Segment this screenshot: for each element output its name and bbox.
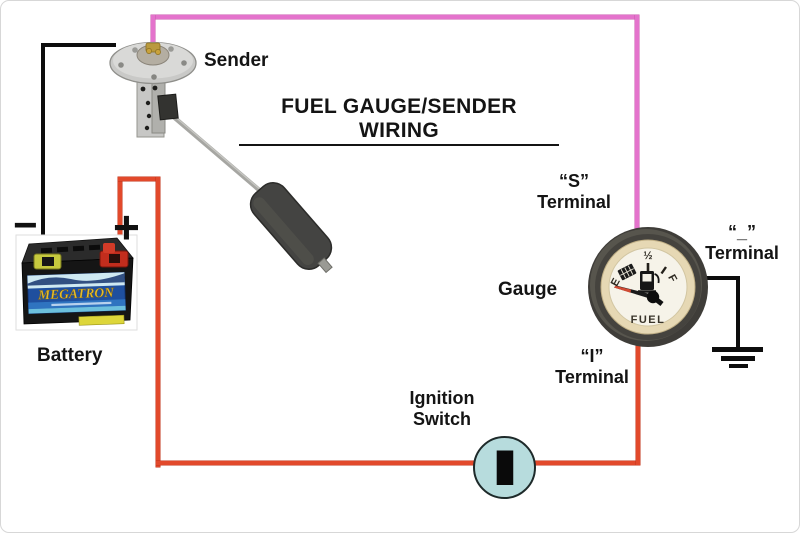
- signal-wire-stub-at-sender: [151, 15, 155, 45]
- gauge-ground-wire-horizontal: [699, 276, 740, 280]
- power-wire-bottom-run: [156, 461, 640, 465]
- s-terminal-label: “S” Terminal: [514, 171, 634, 213]
- signal-wire-horizontal: [151, 15, 639, 19]
- gauge-needle-hub: [646, 290, 660, 304]
- sender-flange: [109, 41, 197, 85]
- earth-ground-icon-bar-short: [729, 364, 748, 368]
- neg-terminal-label: “_” Terminal: [682, 222, 799, 264]
- ignition-switch-i-symbol: I: [488, 439, 521, 496]
- gauge-half-mark: ½: [643, 250, 652, 262]
- gauge-full-mark: F: [665, 273, 679, 285]
- battery-plus-sign: +: [113, 201, 140, 253]
- sender-float: [249, 182, 333, 274]
- sender-bracket: [136, 76, 179, 138]
- signal-wire-drop-to-gauge: [635, 15, 639, 229]
- sender-ground-wire-horizontal: [41, 43, 116, 47]
- battery-label-sticker: MEGATRON: [26, 271, 127, 315]
- i-terminal-line2: Terminal: [555, 367, 629, 387]
- gauge-label: Gauge: [498, 279, 558, 300]
- battery-positive-clamp: [99, 243, 129, 268]
- ignition-switch: I: [473, 436, 536, 499]
- battery-minus-sign: −: [13, 201, 38, 248]
- earth-ground-icon-bar-long: [712, 347, 763, 352]
- s-terminal-line2: Terminal: [537, 192, 611, 212]
- battery-bottom-sticker: [78, 314, 125, 326]
- power-wire-gauge-riser: [636, 345, 640, 465]
- sender-float-arm: [167, 111, 267, 197]
- gauge-fuel-text: FUEL: [631, 314, 666, 326]
- s-terminal-line1: “S”: [558, 171, 589, 191]
- battery-negative-clamp: [33, 253, 62, 270]
- diagram-title: FUEL GAUGE/SENDER WIRING: [239, 95, 559, 146]
- sender-label: Sender: [204, 50, 269, 71]
- ignition-switch-label-line2: Switch: [412, 409, 471, 429]
- power-wire-top-jog: [118, 177, 160, 181]
- fuel-sender-unit: [109, 41, 333, 274]
- battery-brand-text: MEGATRON: [37, 285, 115, 303]
- ignition-switch-label: Ignition Switch: [382, 388, 502, 430]
- battery-label: Battery: [37, 345, 103, 366]
- ignition-switch-label-line1: Ignition: [409, 388, 475, 408]
- gauge-ground-wire-vertical: [736, 276, 740, 349]
- battery: MEGATRON: [15, 234, 138, 331]
- i-terminal-line1: “I”: [580, 346, 604, 366]
- power-wire-battery-riser: [118, 177, 122, 253]
- neg-terminal-line1: “_”: [727, 222, 756, 242]
- gauge-needle: [614, 285, 664, 306]
- power-wire-left-drop: [156, 177, 160, 467]
- earth-ground-icon-bar-mid: [721, 356, 755, 361]
- i-terminal-label: “I” Terminal: [532, 346, 652, 388]
- fuel-gauge: ½ F E FUEL: [588, 227, 708, 347]
- neg-terminal-line2: Terminal: [705, 243, 779, 263]
- gauge-low-fuel-icon: [617, 263, 637, 281]
- sender-ground-wire-vertical: [41, 43, 45, 251]
